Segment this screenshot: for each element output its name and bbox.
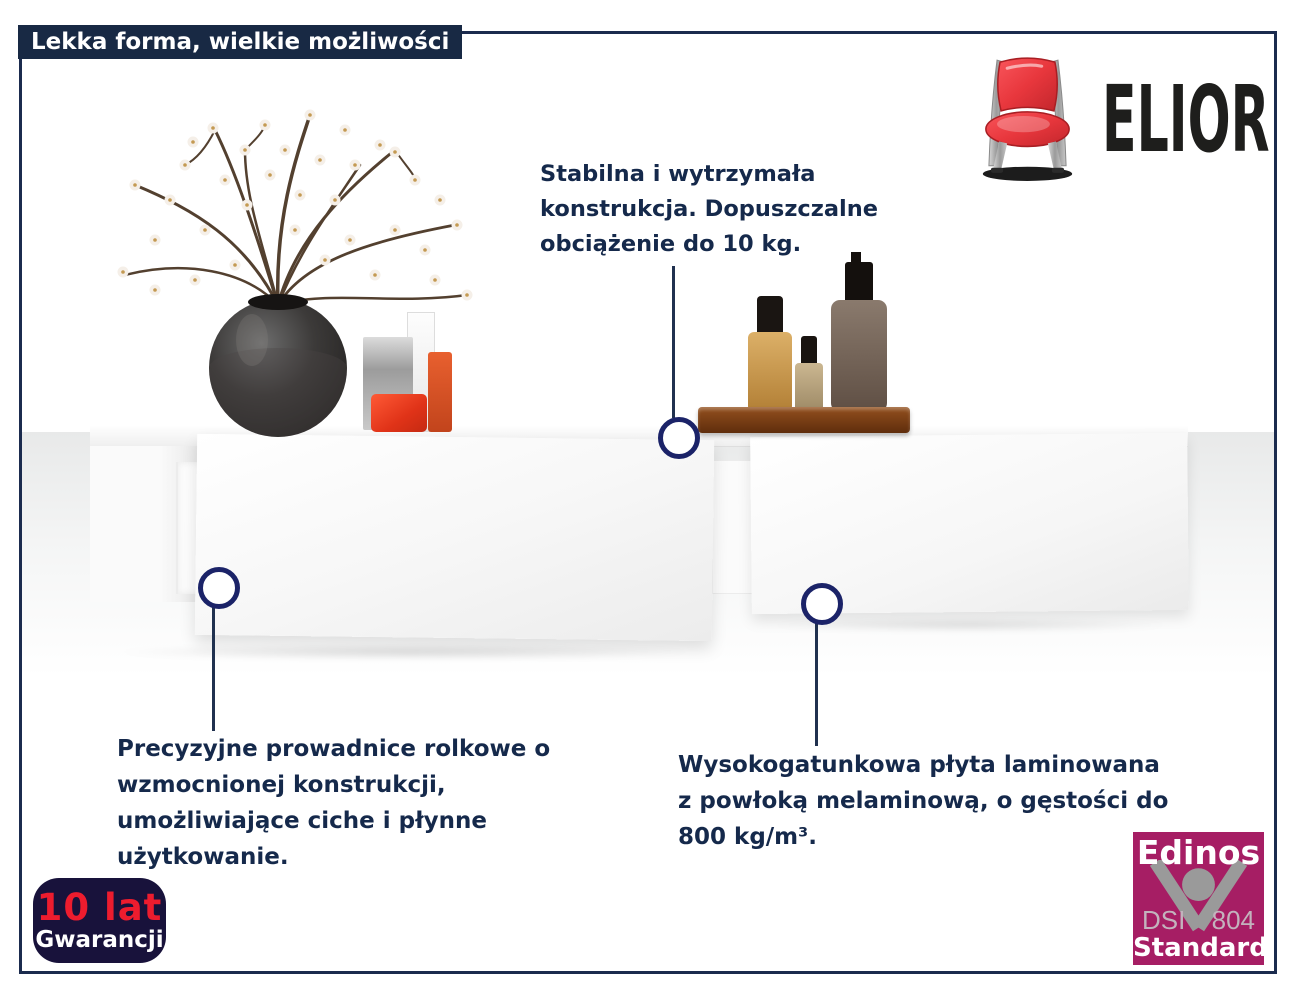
- callout-text-line: Wysokogatunkowa płyta laminowana: [678, 752, 1160, 778]
- warranty-badge: 10 lat Gwarancji: [33, 878, 166, 963]
- edinos-standards: Standards: [1133, 933, 1264, 963]
- callout-marker-board: [801, 583, 843, 625]
- callout-text-slides: Precyzyjne prowadnice rolkowe o wzmocnio…: [117, 731, 550, 875]
- cabinet-shadow-left: [110, 644, 700, 660]
- spray-bottle-nozzle: [851, 252, 861, 264]
- callout-text-line: umożliwiające ciche i płynne: [117, 808, 487, 834]
- wooden-tray: [698, 407, 910, 433]
- callout-marker-construction: [658, 417, 700, 459]
- spray-bottle: [831, 300, 887, 412]
- callout-text-line: Stabilna i wytrzymała: [540, 161, 816, 187]
- callout-text-line: obciążenie do 10 kg.: [540, 231, 802, 257]
- edinos-code-right: 804: [1211, 905, 1255, 935]
- banner-title: Lekka forma, wielkie możliwości: [18, 25, 463, 59]
- spray-bottle-cap: [845, 262, 873, 304]
- callout-text-construction: Stabilna i wytrzymała konstrukcja. Dopus…: [540, 157, 878, 262]
- cabinet-shadow-right: [765, 618, 1175, 632]
- warranty-label: Gwarancji: [35, 927, 164, 953]
- warranty-value: 10 lat: [36, 886, 163, 929]
- small-dropper-bottle-cap: [801, 336, 817, 366]
- callout-text-board: Wysokogatunkowa płyta laminowana z powło…: [678, 747, 1168, 855]
- dropper-bottle: [748, 332, 792, 412]
- callout-text-line: wzmocnionej konstrukcji,: [117, 772, 446, 798]
- callout-text-line: z powłoką melaminową, o gęstości do: [678, 788, 1169, 814]
- cabinet-drawer-front-left: [194, 433, 715, 642]
- small-dropper-bottle: [795, 363, 823, 411]
- edinos-certification-logo: Edinos DSI 804 Standards: [1133, 832, 1264, 965]
- dropper-bottle-cap: [757, 296, 783, 336]
- red-chair-icon: [982, 57, 1073, 181]
- callout-text-line: użytkowanie.: [117, 844, 289, 870]
- red-bottle: [371, 394, 427, 432]
- blossom-vase-photo: [117, 109, 473, 437]
- callout-line-construction: [672, 266, 675, 418]
- callout-text-line: 800 kg/m³.: [678, 824, 817, 850]
- brand-name: ELIOR: [1102, 66, 1270, 173]
- edinos-v-icon: [1149, 860, 1248, 932]
- callout-text-line: Precyzyjne prowadnice rolkowe o: [117, 736, 551, 762]
- edinos-code-left: DSI: [1142, 905, 1186, 935]
- callout-marker-slides: [198, 567, 240, 609]
- callout-text-line: konstrukcja. Dopuszczalne: [540, 196, 879, 222]
- callout-line-slides: [212, 598, 215, 731]
- callout-line-board: [815, 613, 818, 746]
- orange-bottle: [428, 352, 452, 432]
- edinos-name: Edinos: [1136, 833, 1261, 872]
